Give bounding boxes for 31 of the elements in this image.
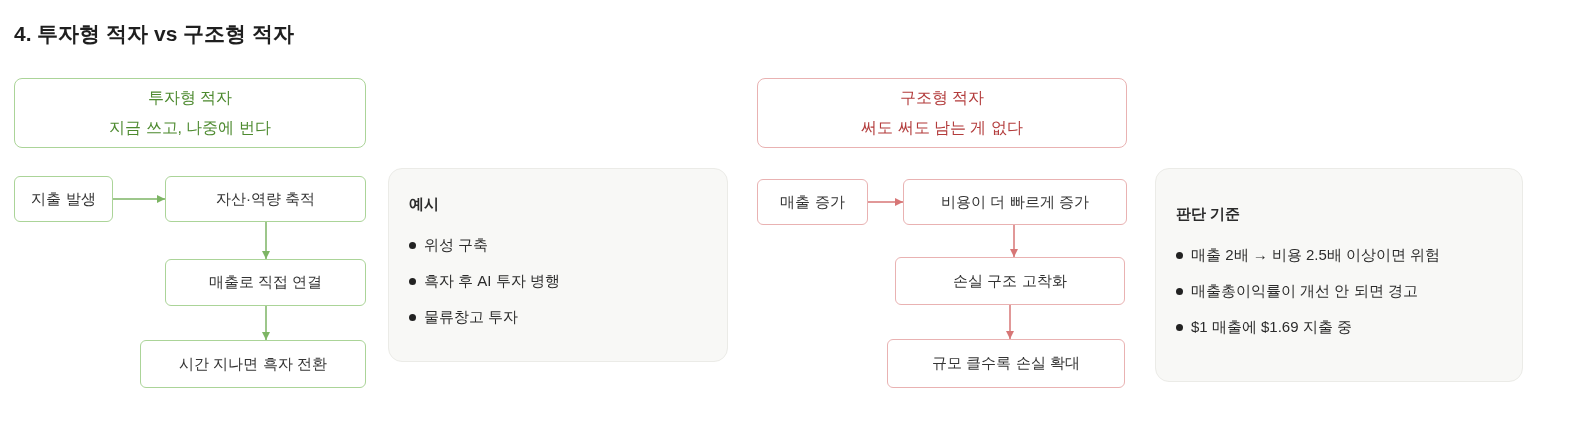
- list-item-text: 매출총이익률이 개선 안 되면 경고: [1191, 281, 1418, 301]
- list-item-text: 물류창고 투자: [424, 307, 519, 327]
- arrow: [867, 198, 904, 206]
- list-item-text: 위성 구축: [424, 235, 489, 255]
- process-box: 비용이 더 빠르게 증가: [903, 179, 1127, 225]
- process-box: 매출로 직접 연결: [165, 259, 366, 306]
- subheading-text: 지금 쓰고, 나중에 번다: [109, 117, 271, 138]
- arrow: [262, 305, 270, 341]
- arrow: [112, 195, 166, 203]
- heading-text: 구조형 적자: [899, 87, 985, 108]
- title: 4. 투자형 적자 vs 구조형 적자: [14, 21, 295, 47]
- arrow: [1010, 224, 1018, 258]
- panel-heading: 판단 기준: [1176, 205, 1241, 224]
- arrow: [262, 221, 270, 260]
- info-panel: [388, 168, 728, 362]
- process-box: 시간 지나면 흑자 전환: [140, 340, 366, 388]
- process-box: 매출 증가: [757, 179, 868, 225]
- heading-text: 투자형 적자: [147, 87, 233, 108]
- process-box: 지출 발생: [14, 176, 113, 222]
- header-box: [757, 78, 1127, 148]
- process-box: 규모 클수록 손실 확대: [887, 339, 1125, 388]
- panel-heading: 예시: [409, 195, 439, 214]
- list-item-text: $1 매출에 $1.69 지출 중: [1191, 317, 1352, 337]
- list-item-text: 흑자 후 AI 투자 병행: [424, 271, 560, 291]
- list-item-text: 매출 2배 → 비용 2.5배 이상이면 위험: [1191, 245, 1441, 265]
- process-box: 손실 구조 고착화: [895, 257, 1125, 305]
- arrow: [1006, 304, 1014, 340]
- header-box: [14, 78, 366, 148]
- process-box: 자산·역량 축적: [165, 176, 366, 222]
- subheading-text: 써도 써도 남는 게 없다: [861, 117, 1023, 138]
- info-panel: [1155, 168, 1523, 382]
